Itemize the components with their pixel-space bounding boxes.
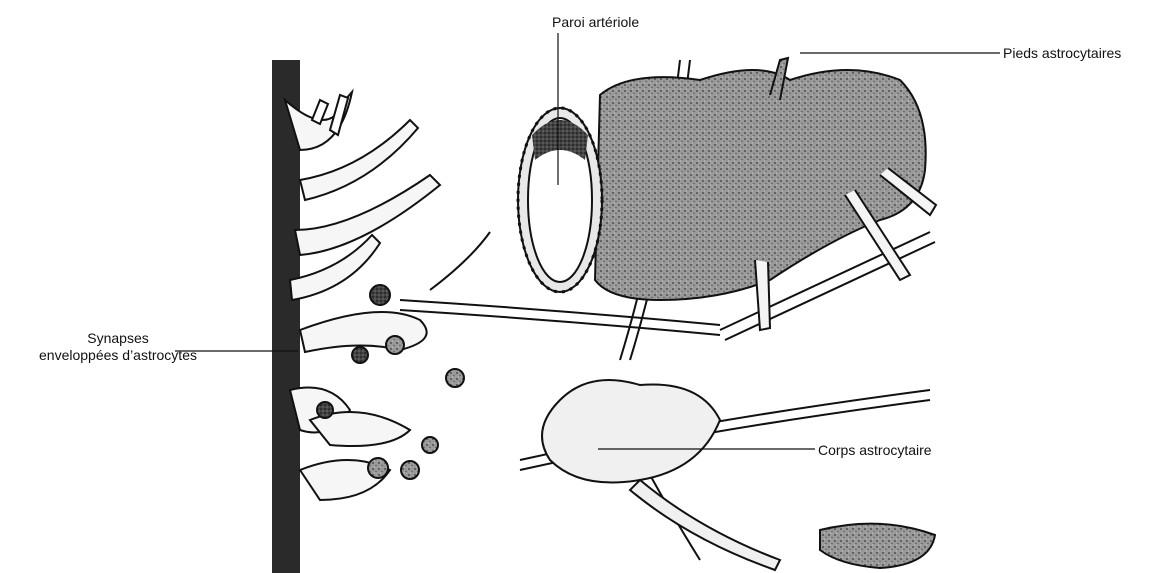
label-paroi-arteriole: Paroi artériole <box>552 14 639 30</box>
arteriole <box>518 58 936 330</box>
label-synapses: Synapses enveloppées d’astrocytes <box>0 330 236 364</box>
label-corps-astrocytaire: Corps astrocytaire <box>818 442 932 458</box>
label-synapses-line1: Synapses <box>0 330 236 347</box>
label-pieds-astrocytaires: Pieds astrocytaires <box>1003 45 1121 61</box>
synapse-processes <box>272 60 464 573</box>
astrocyte-body <box>542 380 935 570</box>
label-synapses-line2: enveloppées d’astrocytes <box>0 347 236 364</box>
